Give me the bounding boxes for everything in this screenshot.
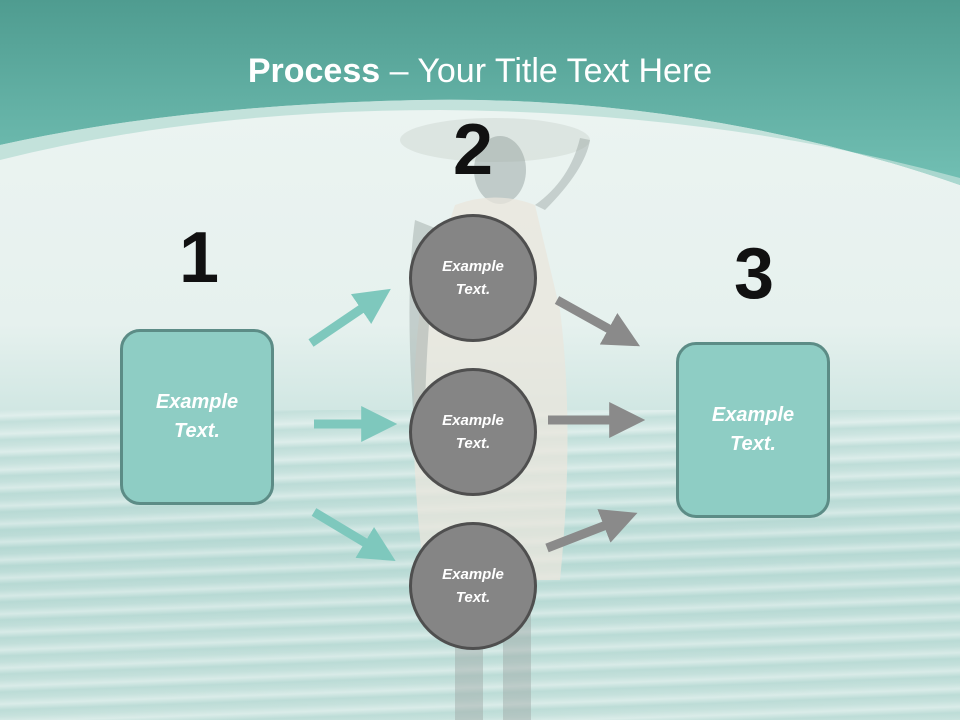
step-3-box: Example Text. (676, 342, 830, 518)
step-3-text-line2: Text. (730, 433, 776, 455)
step-2-circle-top: Example Text. (409, 214, 537, 342)
step-number-1: 1 (178, 218, 220, 298)
arrow-bottom-to-3 (545, 509, 638, 553)
step-1-box: Example Text. (120, 329, 274, 505)
step-1-text-line2: Text. (174, 420, 220, 442)
step-number-2: 2 (452, 110, 494, 190)
header-band (0, 0, 960, 185)
circle-text-line2: Text. (455, 589, 491, 606)
step-number-3: 3 (733, 234, 775, 314)
step-2-circle-middle: Example Text. (409, 368, 537, 496)
circle-text-line2: Text. (455, 281, 491, 298)
circle-text-line1: Example (442, 566, 504, 583)
arrow-1-to-bottom (311, 508, 396, 561)
step-2-circle-bottom: Example Text. (409, 522, 537, 650)
step-1-text-line1: Example (155, 391, 239, 413)
slide-title: Process – Your Title Text Here (0, 52, 960, 91)
circle-text-line2: Text. (455, 435, 491, 452)
arrow-top-to-3 (554, 296, 641, 347)
step-3-text-line1: Example (711, 404, 795, 426)
circle-text-line1: Example (442, 412, 504, 429)
circle-text-line1: Example (442, 258, 504, 275)
arrow-1-to-top (308, 288, 391, 347)
title-rest: – Your Title Text Here (380, 52, 713, 90)
title-bold: Process (247, 52, 381, 90)
